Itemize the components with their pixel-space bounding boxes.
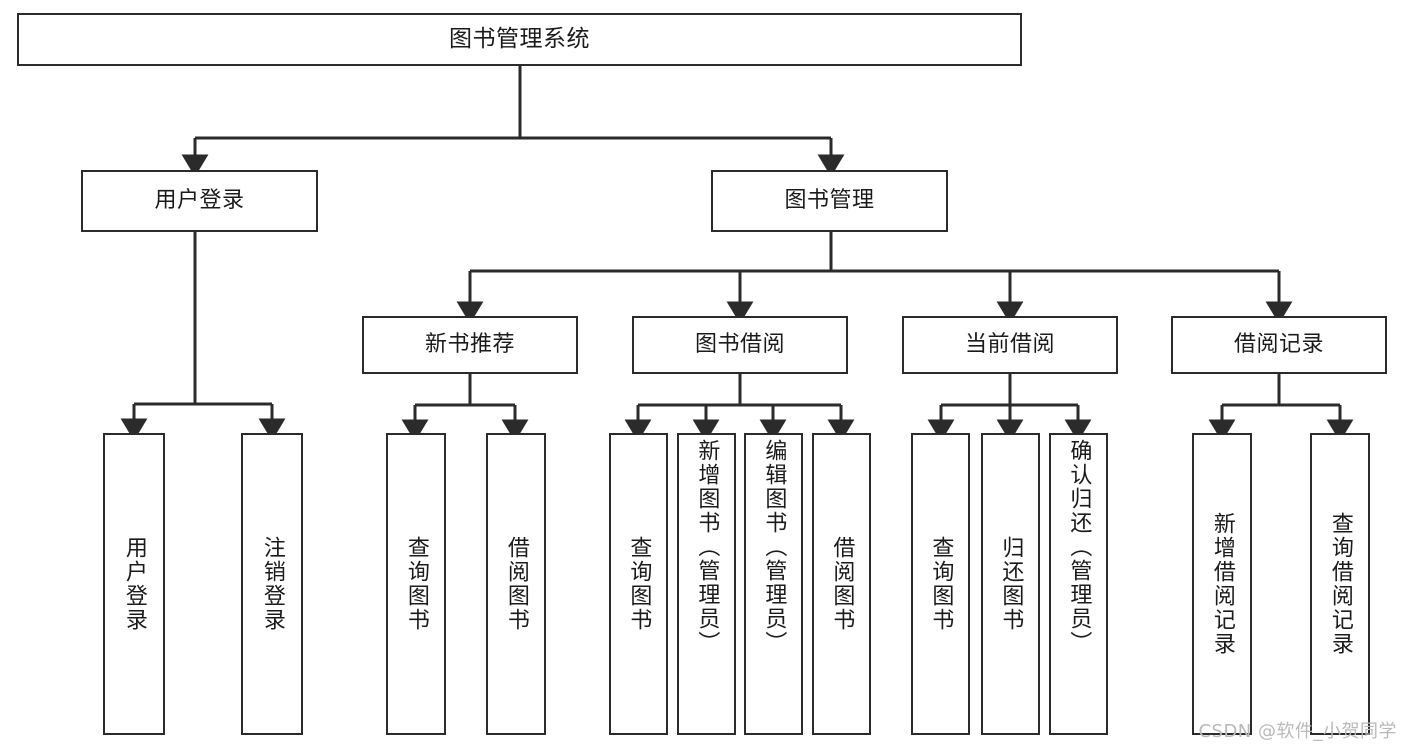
leaf-edit-book-admin[interactable]: 编辑图书（管理员） (744, 433, 803, 735)
node-label: 借阅记录 (1233, 331, 1324, 357)
leaf-query-book-2[interactable]: 查询图书 (609, 433, 668, 735)
leaf-query-book-3[interactable]: 查询图书 (911, 433, 970, 735)
node-label: 编辑图书（管理员） (761, 439, 787, 655)
leaf-user-login[interactable]: 用户登录 (103, 433, 165, 735)
leaf-query-book-1[interactable]: 查询图书 (386, 433, 446, 735)
node-root-system[interactable]: 图书管理系统 (17, 13, 1022, 66)
node-label: 查询图书 (626, 536, 652, 632)
node-label: 图书管理 (784, 187, 875, 213)
node-label: 新增图书（管理员） (694, 439, 720, 655)
node-label: 用户登录 (121, 536, 147, 632)
node-current-borrow[interactable]: 当前借阅 (902, 316, 1118, 374)
node-label: 用户登录 (154, 187, 245, 213)
leaf-query-borrow-record[interactable]: 查询借阅记录 (1310, 433, 1370, 735)
node-label: 注销登录 (259, 536, 285, 632)
leaf-add-borrow-record[interactable]: 新增借阅记录 (1192, 433, 1252, 735)
node-label: 当前借阅 (964, 331, 1055, 357)
node-label: 图书借阅 (694, 331, 785, 357)
leaf-return-book[interactable]: 归还图书 (981, 433, 1040, 735)
node-book-management[interactable]: 图书管理 (711, 170, 948, 232)
node-book-borrow[interactable]: 图书借阅 (632, 316, 848, 374)
leaf-confirm-return-admin[interactable]: 确认归还（管理员） (1049, 433, 1108, 735)
node-label: 查询图书 (928, 536, 954, 632)
node-label: 确认归还（管理员） (1066, 439, 1092, 655)
node-label: 新增借阅记录 (1209, 512, 1235, 656)
node-label: 查询借阅记录 (1327, 512, 1353, 656)
node-label: 归还图书 (998, 536, 1024, 632)
node-label: 图书管理系统 (449, 25, 590, 52)
node-new-book-recommend[interactable]: 新书推荐 (362, 316, 578, 374)
node-label: 借阅图书 (503, 536, 529, 632)
node-label: 新书推荐 (424, 331, 515, 357)
leaf-logout-login[interactable]: 注销登录 (241, 433, 303, 735)
leaf-borrow-book-1[interactable]: 借阅图书 (486, 433, 546, 735)
node-user-login[interactable]: 用户登录 (81, 170, 318, 232)
node-borrow-record[interactable]: 借阅记录 (1171, 316, 1387, 374)
node-label: 查询图书 (403, 536, 429, 632)
leaf-borrow-book-2[interactable]: 借阅图书 (812, 433, 871, 735)
leaf-add-book-admin[interactable]: 新增图书（管理员） (677, 433, 736, 735)
node-label: 借阅图书 (829, 536, 855, 632)
